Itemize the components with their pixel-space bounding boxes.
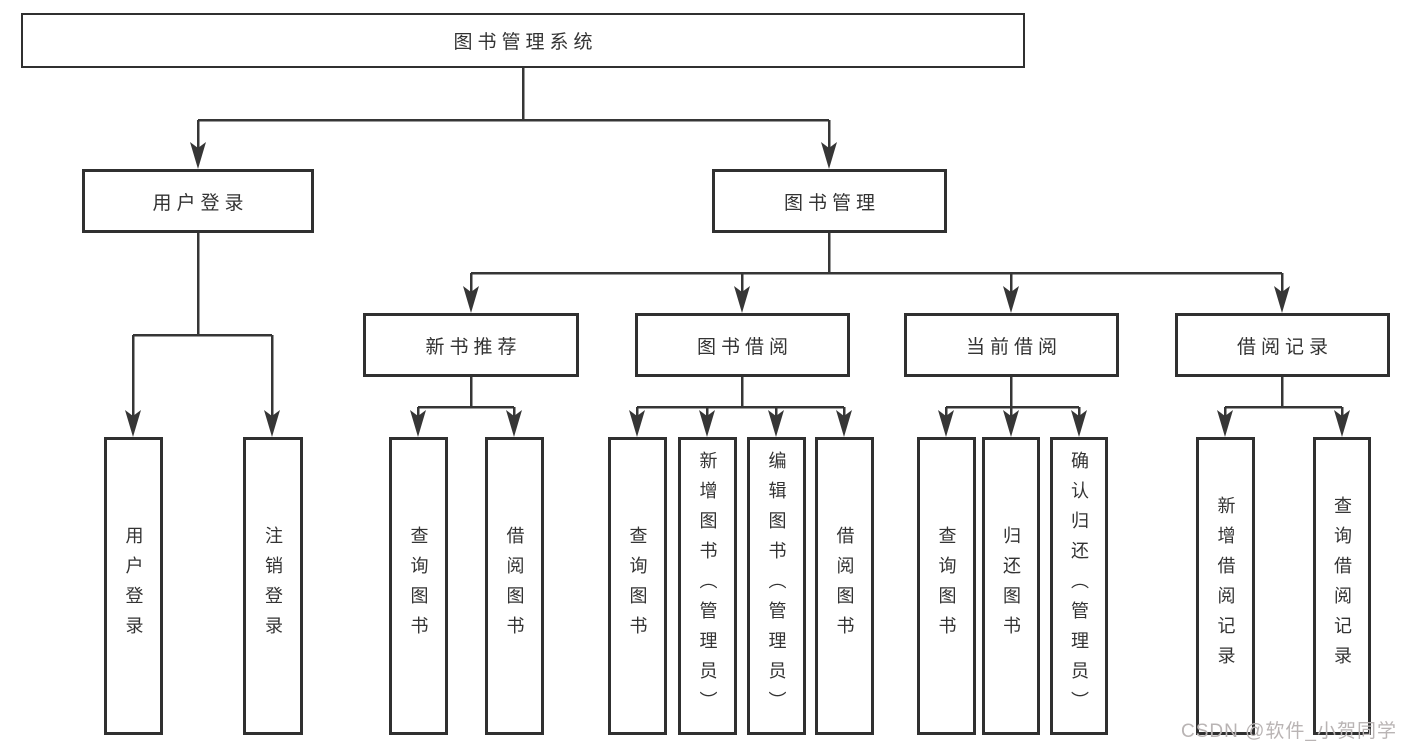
leaf-label: 查询借阅记录 — [1332, 496, 1352, 676]
node-label: 图书管理系统 — [453, 32, 598, 53]
leaf-label: 借阅图书 — [504, 526, 525, 646]
leaf-label: 编辑图书（管理员） — [766, 451, 787, 721]
leaf-label: 查询图书 — [408, 526, 429, 646]
leaf-edit-books-admin: 编辑图书（管理员） — [747, 437, 806, 735]
node-label: 当前借阅 — [965, 336, 1062, 358]
leaf-query-books-current: 查询图书 — [917, 437, 976, 735]
leaf-label: 查询图书 — [936, 526, 957, 646]
leaf-query-books-recommend: 查询图书 — [389, 437, 448, 735]
csdn-watermark: CSDN @软件_小贺同学 — [1181, 721, 1397, 742]
leaf-label: 借阅图书 — [834, 526, 855, 646]
leaf-add-borrow-record: 新增借阅记录 — [1196, 437, 1255, 735]
node-label: 借阅记录 — [1236, 336, 1333, 358]
leaf-borrow-books-recommend: 借阅图书 — [485, 437, 544, 735]
node-new-book-recommendation: 新书推荐 — [363, 313, 579, 377]
leaf-logout: 注销登录 — [243, 437, 303, 735]
node-label: 图书借阅 — [696, 336, 793, 358]
node-label: 新书推荐 — [425, 336, 522, 358]
node-book-management: 图书管理 — [712, 169, 947, 233]
leaf-label: 用户登录 — [123, 526, 144, 646]
leaf-label: 注销登录 — [263, 526, 283, 646]
leaf-query-borrow-record: 查询借阅记录 — [1313, 437, 1371, 735]
leaf-return-books: 归还图书 — [982, 437, 1040, 735]
node-label: 图书管理 — [783, 192, 880, 214]
node-book-borrowing: 图书借阅 — [635, 313, 850, 377]
leaf-label: 查询图书 — [627, 526, 648, 646]
leaf-label: 新增图书（管理员） — [697, 451, 718, 721]
leaf-label: 确认归还（管理员） — [1069, 451, 1089, 721]
leaf-label: 归还图书 — [1001, 526, 1021, 646]
node-library-management-system: 图书管理系统 — [21, 13, 1025, 68]
leaf-query-books-borrowing: 查询图书 — [608, 437, 667, 735]
leaf-user-login: 用户登录 — [104, 437, 163, 735]
node-label: 用户登录 — [152, 192, 249, 214]
leaf-add-books-admin: 新增图书（管理员） — [678, 437, 737, 735]
node-user-login: 用户登录 — [82, 169, 314, 233]
leaf-label: 新增借阅记录 — [1215, 496, 1236, 676]
leaf-borrow-books-borrowing: 借阅图书 — [815, 437, 874, 735]
node-borrowing-records: 借阅记录 — [1175, 313, 1390, 377]
leaf-confirm-return-admin: 确认归还（管理员） — [1050, 437, 1108, 735]
node-current-borrowing: 当前借阅 — [904, 313, 1119, 377]
